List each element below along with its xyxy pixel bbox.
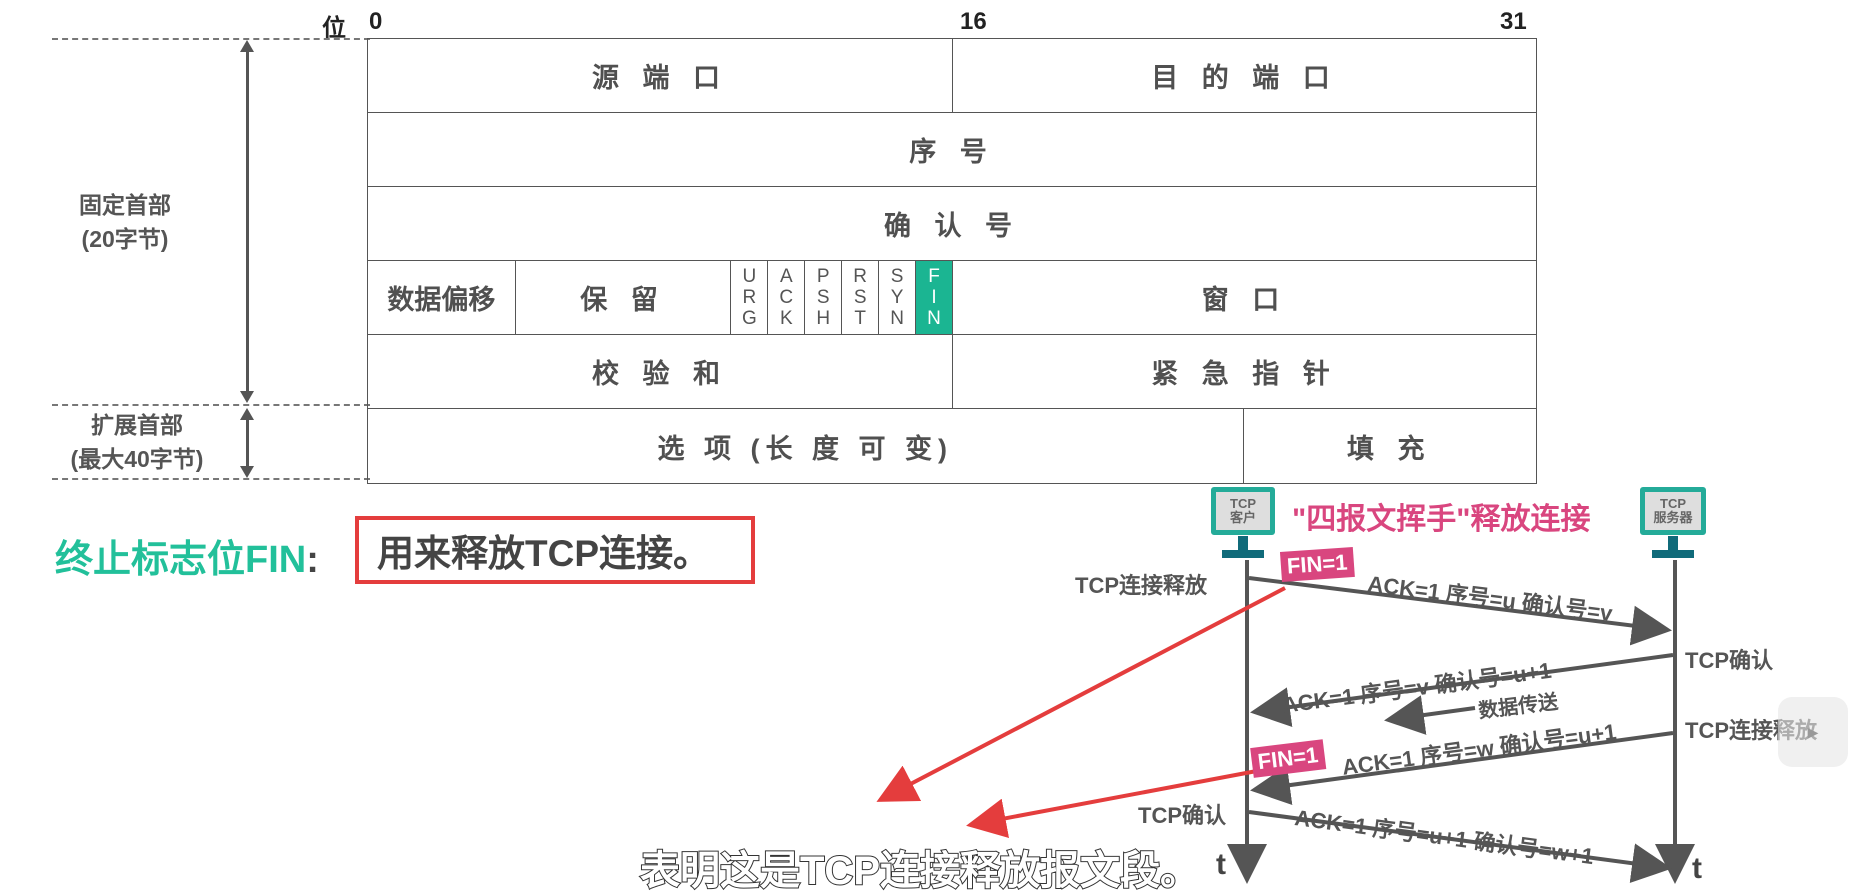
row-ports: 源 端 口 目 的 端 口 <box>368 39 1536 112</box>
bit-axis-label: 位 <box>322 15 346 42</box>
msg1-arrow <box>1248 576 1672 646</box>
urgent-pointer-cell: 紧 急 指 针 <box>952 335 1536 408</box>
ext-span-line <box>246 416 249 466</box>
mid-dash-line <box>52 404 370 406</box>
fin-description-box: 用来释放TCP连接。 <box>355 516 755 584</box>
checksum-cell: 校 验 和 <box>591 359 728 389</box>
server-base <box>1652 550 1694 558</box>
row-options: 选 项 (长 度 可 变) 填 充 <box>368 408 1536 483</box>
row-ack: 确 认 号 <box>368 186 1536 260</box>
padding-cell: 填 充 <box>1242 409 1537 483</box>
fixed-header-size: (20字节) <box>81 226 169 252</box>
play-icon: ▶ <box>1807 723 1819 740</box>
server-time-label: t <box>1692 852 1702 885</box>
ext-header-title: 扩展首部 <box>91 412 183 438</box>
ext-header-size: (最大40字节) <box>70 446 204 472</box>
client-ack-label: TCP确认 <box>1138 803 1227 828</box>
fixed-span-arrow-up <box>240 40 254 52</box>
msg3-arrow <box>1250 731 1674 805</box>
reserved-cell: 保 留 <box>514 261 731 334</box>
fixed-header-title: 固定首部 <box>79 192 171 218</box>
source-port-cell: 源 端 口 <box>591 63 728 93</box>
row-seq: 序 号 <box>368 112 1536 186</box>
msg1-fin-tag: FIN=1 <box>1279 546 1355 582</box>
bit-31-label: 31 <box>1500 8 1527 35</box>
client-release-label: TCP连接释放 <box>1075 573 1208 598</box>
fin-title-text: 终止标志位FIN <box>55 539 307 581</box>
bottom-dash-line <box>52 478 370 480</box>
data-transfer-arrow <box>1384 695 1476 735</box>
data-offset-cell: 数据偏移 <box>387 285 496 315</box>
dest-port-cell: 目 的 端 口 <box>952 39 1536 112</box>
fin-title-colon: : <box>306 539 319 581</box>
video-caption: 表明这是TCP连接释放报文段。 <box>639 848 1201 894</box>
msg2-arrow <box>1250 653 1674 727</box>
client-base <box>1222 550 1264 558</box>
bit-0-label: 0 <box>369 8 383 35</box>
top-dash-line <box>52 38 370 40</box>
ext-span-arrow-up <box>240 408 254 420</box>
four-way-handshake-title: "四报文挥手"释放连接 <box>1292 503 1591 536</box>
fin-title: 终止标志位FIN: <box>55 528 319 583</box>
play-button[interactable]: ▶ <box>1778 697 1848 767</box>
sequence-cell: 序 号 <box>909 137 995 167</box>
fixed-span-arrow-down <box>240 391 254 403</box>
msg4-arrow <box>1248 810 1672 884</box>
server-stand <box>1668 536 1678 552</box>
bit-16-label: 16 <box>960 8 987 35</box>
fixed-span-line <box>246 48 249 392</box>
row-checksum: 校 验 和 紧 急 指 针 <box>368 334 1536 408</box>
fin-description: 用来释放TCP连接。 <box>377 533 710 574</box>
ext-span-arrow-down <box>240 466 254 478</box>
options-cell: 选 项 (长 度 可 变) <box>657 433 953 464</box>
red-pointer-2 <box>966 768 1263 838</box>
window-cell: 窗 口 <box>952 261 1536 334</box>
server-ack-label: TCP确认 <box>1685 648 1774 673</box>
ext-header-label: 扩展首部 (最大40字节) <box>52 408 222 476</box>
ack-number-cell: 确 认 号 <box>883 211 1020 241</box>
client-time-label: t <box>1216 848 1226 881</box>
client-stand <box>1238 536 1248 552</box>
red-pointer-1 <box>876 586 1286 802</box>
fixed-header-label: 固定首部 (20字节) <box>60 188 190 256</box>
